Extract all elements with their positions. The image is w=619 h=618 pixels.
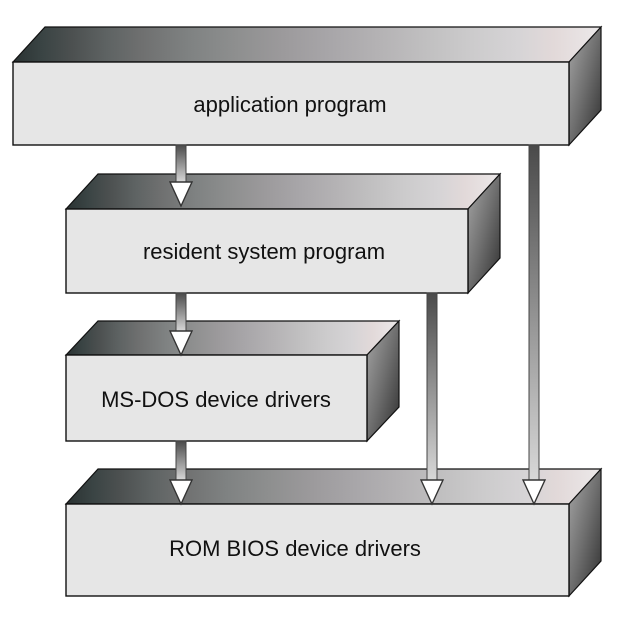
arrow-shaft bbox=[175, 144, 187, 183]
arrow-shaft bbox=[175, 440, 187, 481]
layer-rom-bios: ROM BIOS device drivers bbox=[64, 467, 603, 598]
layer-msdos-drivers: MS-DOS device drivers bbox=[64, 319, 401, 443]
arrow-application-to-rombios bbox=[521, 144, 547, 506]
arrow-shaft bbox=[175, 292, 187, 332]
arrow-head bbox=[168, 330, 194, 357]
layer-application-program: application program bbox=[11, 25, 603, 147]
msdos-top-face bbox=[64, 320, 401, 356]
msdos-front-face bbox=[65, 354, 368, 442]
rom-bios-front-face bbox=[65, 503, 570, 597]
rom-bios-label: ROM BIOS device drivers bbox=[169, 536, 421, 561]
application-label: application program bbox=[193, 92, 386, 117]
arrow-application-to-resident bbox=[168, 144, 194, 208]
resident-front-face bbox=[65, 208, 469, 294]
arrow-shaft bbox=[426, 292, 438, 481]
resident-label: resident system program bbox=[143, 239, 385, 264]
application-front-face bbox=[12, 61, 570, 146]
arrow-head bbox=[168, 479, 194, 506]
layer-resident-program: resident system program bbox=[64, 172, 502, 295]
application-top-face bbox=[11, 26, 603, 63]
arrow-msdos-to-rombios bbox=[168, 440, 194, 506]
resident-top-face bbox=[64, 173, 502, 210]
arrow-resident-to-msdos bbox=[168, 292, 194, 357]
msdos-label: MS-DOS device drivers bbox=[101, 387, 331, 412]
arrow-resident-to-rombios bbox=[419, 292, 445, 506]
arrow-head bbox=[521, 479, 547, 506]
arrow-head bbox=[168, 181, 194, 208]
arrow-shaft bbox=[528, 144, 540, 481]
rom-bios-top-face bbox=[64, 468, 603, 505]
arrow-head bbox=[419, 479, 445, 506]
